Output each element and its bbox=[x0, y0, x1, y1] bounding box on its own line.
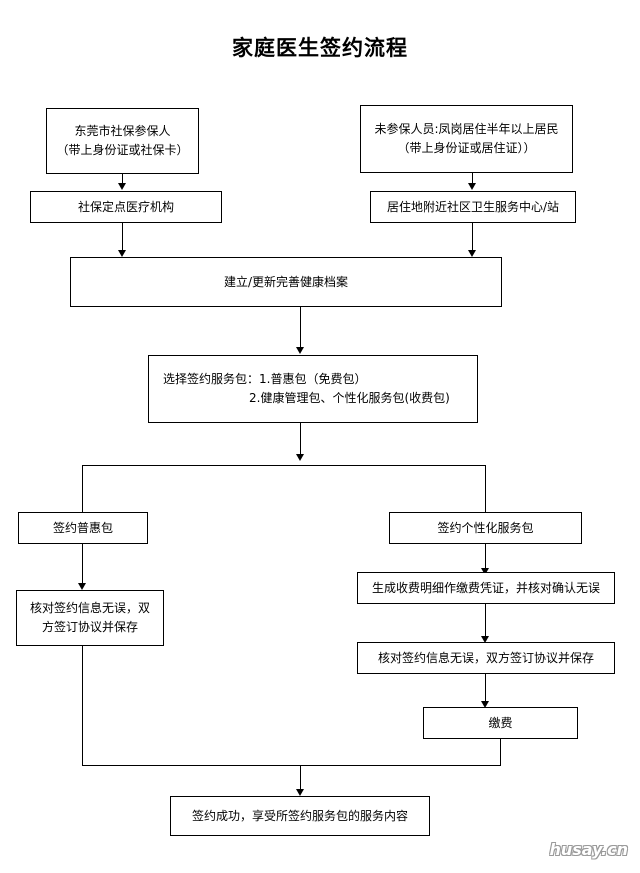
page-title: 家庭医生签约流程 bbox=[232, 36, 408, 60]
node-sign-custom-package-label: 签约个性化服务包 bbox=[437, 520, 534, 535]
node-sign-custom-package: 签约个性化服务包 bbox=[389, 512, 582, 544]
node-health-record-label: 建立/更新完善健康档案 bbox=[223, 274, 349, 289]
node-select-package: 选择签约服务包：1.普惠包（免费包） 2.健康管理包、个性化服务包(收费包) bbox=[148, 355, 478, 423]
arrowhead-select-down bbox=[296, 454, 304, 461]
node-generate-invoice: 生成收费明细作缴费凭证，并核对确认无误 bbox=[357, 572, 615, 604]
arrowhead-invoice-to-verify bbox=[481, 636, 489, 643]
node-insured-person-line1: 东莞市社保参保人 bbox=[74, 124, 171, 139]
watermark: husay.cn bbox=[549, 840, 628, 859]
connector-verify-to-payment bbox=[485, 674, 486, 702]
node-sign-free-package-label: 签约普惠包 bbox=[52, 520, 113, 535]
connector-verify-left-to-merge bbox=[82, 646, 83, 766]
connector-insured-to-institution bbox=[122, 174, 123, 184]
arrowhead-merge-down bbox=[296, 789, 304, 796]
node-designated-institution: 社保定点医疗机构 bbox=[30, 191, 222, 223]
arrowhead-institution-to-record bbox=[118, 250, 126, 257]
node-verify-sign-left-line2: 方签订协议并保存 bbox=[41, 620, 138, 634]
arrowhead-uninsured-to-community bbox=[468, 183, 476, 190]
node-payment-label: 缴费 bbox=[488, 715, 513, 730]
connector-record-to-select bbox=[300, 307, 301, 348]
connector-invoice-to-verify bbox=[485, 604, 486, 637]
node-community-center: 居住地附近社区卫生服务中心/站 bbox=[370, 191, 576, 223]
connector-branch-bar bbox=[82, 465, 486, 466]
arrowhead-record-to-select bbox=[296, 347, 304, 354]
node-health-record: 建立/更新完善健康档案 bbox=[70, 257, 502, 307]
connector-custom-to-invoice bbox=[485, 544, 486, 569]
connector-payment-to-merge bbox=[500, 739, 501, 766]
connector-institution-to-record bbox=[122, 223, 123, 251]
node-payment: 缴费 bbox=[423, 707, 578, 739]
arrowhead-verify-to-payment bbox=[481, 701, 489, 708]
node-uninsured-person-line1: 未参保人员:凤岗居住半年以上居民 bbox=[374, 122, 559, 137]
connector-branch-left-drop bbox=[82, 465, 83, 513]
connector-merge-down bbox=[300, 765, 301, 790]
node-generate-invoice-label: 生成收费明细作缴费凭证，并核对确认无误 bbox=[371, 580, 600, 595]
connector-select-down bbox=[300, 423, 301, 455]
node-success-label: 签约成功，享受所签约服务包的服务内容 bbox=[191, 808, 408, 823]
arrowhead-community-to-record bbox=[468, 250, 476, 257]
node-sign-free-package: 签约普惠包 bbox=[18, 512, 148, 544]
node-verify-sign-left: 核对签约信息无误，双 方签订协议并保存 bbox=[16, 590, 164, 646]
connector-free-to-verify bbox=[82, 544, 83, 584]
connector-community-to-record bbox=[472, 223, 473, 251]
node-insured-person: 东莞市社保参保人 （带上身份证或社保卡） bbox=[46, 108, 199, 174]
node-insured-person-line2: （带上身份证或社保卡） bbox=[56, 143, 189, 157]
arrowhead-free-to-verify bbox=[78, 583, 86, 590]
node-verify-sign-left-line1: 核对签约信息无误，双 bbox=[29, 601, 150, 616]
arrowhead-custom-to-invoice bbox=[481, 568, 489, 575]
node-success: 签约成功，享受所签约服务包的服务内容 bbox=[170, 796, 430, 836]
node-verify-sign-right-label: 核对签约信息无误，双方签订协议并保存 bbox=[377, 650, 594, 665]
connector-branch-right-drop bbox=[485, 465, 486, 513]
node-community-center-label: 居住地附近社区卫生服务中心/站 bbox=[386, 199, 560, 214]
connector-uninsured-to-community bbox=[472, 173, 473, 184]
connector-merge-bar bbox=[82, 765, 501, 766]
node-select-package-line1: 选择签约服务包：1.普惠包（免费包） bbox=[163, 372, 367, 387]
node-uninsured-person: 未参保人员:凤岗居住半年以上居民 （带上身份证或居住证）） bbox=[360, 105, 573, 173]
arrowhead-insured-to-institution bbox=[118, 183, 126, 190]
node-select-package-line2: 2.健康管理包、个性化服务包(收费包) bbox=[249, 391, 450, 405]
node-designated-institution-label: 社保定点医疗机构 bbox=[77, 199, 174, 214]
node-uninsured-person-line2: （带上身份证或居住证）） bbox=[397, 141, 536, 155]
node-verify-sign-right: 核对签约信息无误，双方签订协议并保存 bbox=[357, 642, 615, 674]
